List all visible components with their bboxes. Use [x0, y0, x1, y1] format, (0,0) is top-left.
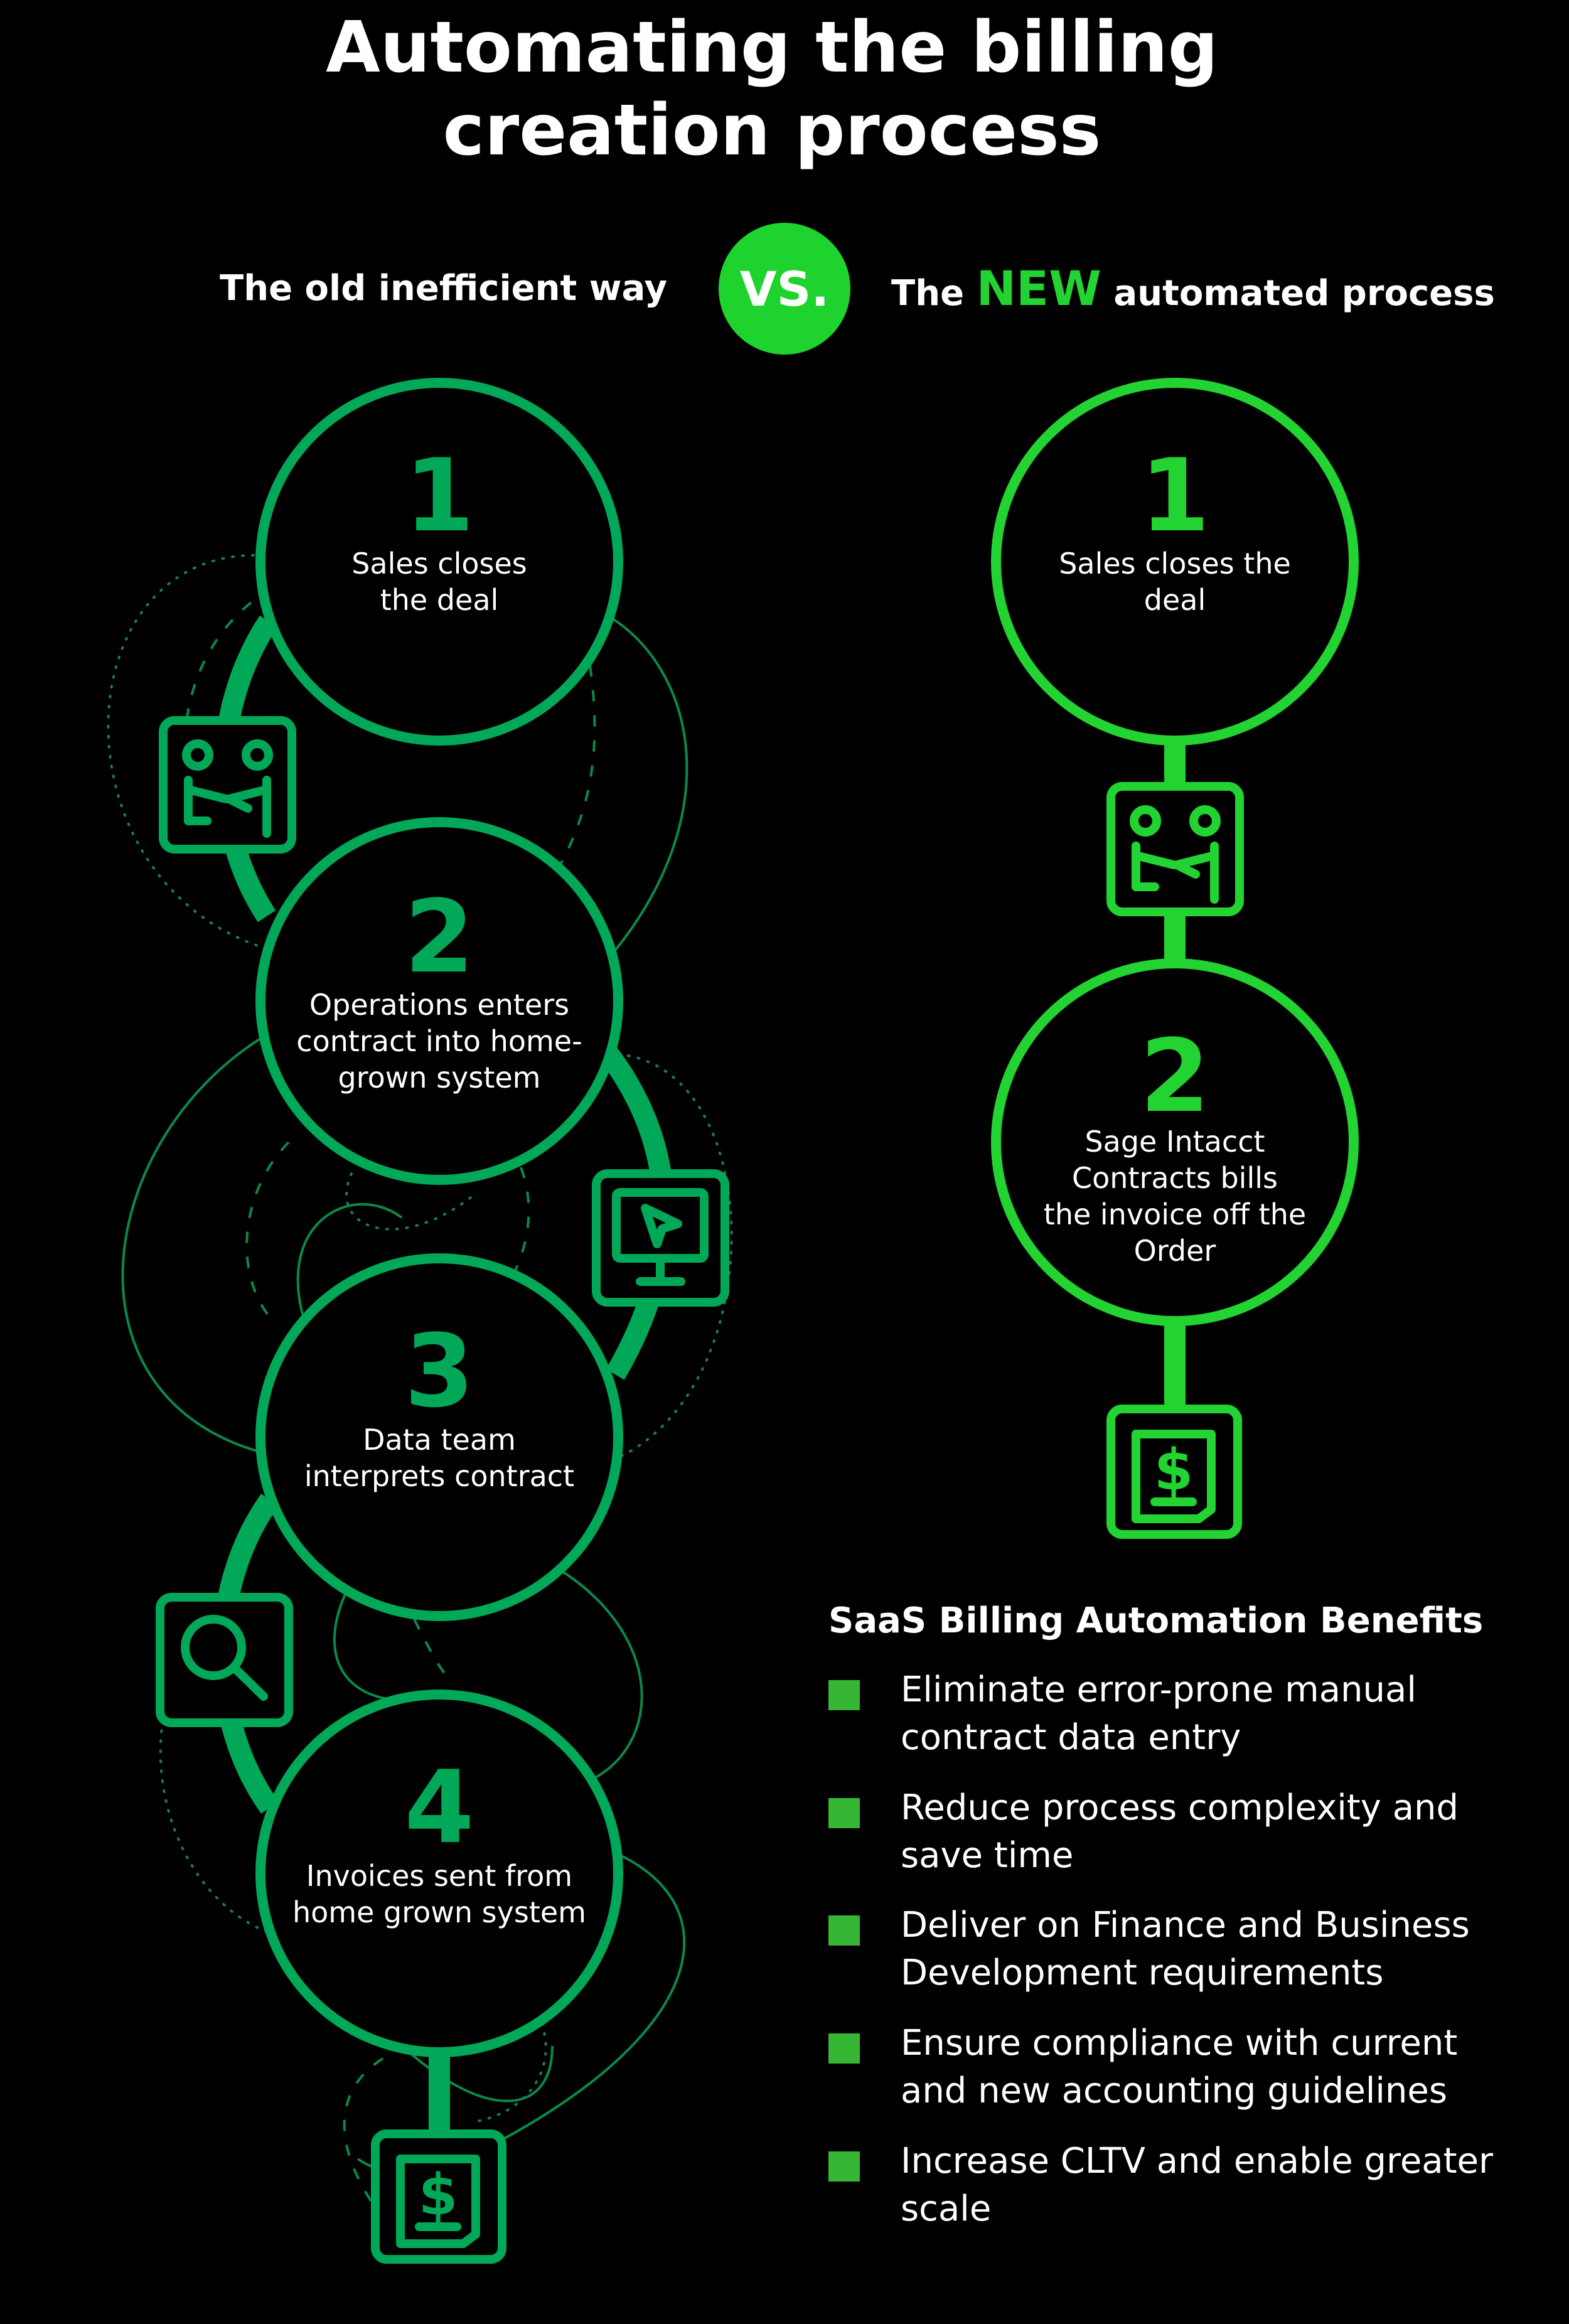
benefit-item: Ensure compliance with current and new a…: [828, 2020, 1531, 2120]
new-step-2-line: Contracts bills: [1072, 1161, 1278, 1195]
svg-text:$: $: [419, 2162, 458, 2228]
benefit-text: Eliminate error-prone manual contract da…: [901, 1666, 1534, 1762]
benefit-item: Reduce process complexity and save time: [828, 1784, 1531, 1885]
benefit-line: scale: [901, 2188, 992, 2229]
title-line-2: creation process: [442, 90, 1101, 171]
new-step-2-line: Order: [1133, 1234, 1216, 1268]
old-step-3-line: Data team: [363, 1423, 516, 1457]
benefit-line: and new accounting guidelines: [901, 2070, 1448, 2111]
handshake-meeting-icon: [1106, 782, 1244, 916]
old-step-1-number: 1: [404, 437, 474, 554]
dollar-invoice-icon: $: [1106, 1405, 1242, 1539]
old-step-2-line: grown system: [338, 1061, 541, 1095]
bullet-square-icon: [828, 1798, 860, 1828]
old-step-2-number: 2: [404, 878, 474, 995]
old-step-4-line: home grown system: [292, 1895, 586, 1929]
benefit-text: Deliver on Finance and Business Developm…: [901, 1902, 1534, 1997]
new-step-2-line: Sage Intacct: [1084, 1125, 1265, 1159]
bullet-square-icon: [828, 2151, 860, 2182]
benefit-text: Ensure compliance with current and new a…: [901, 2020, 1534, 2115]
old-step-2-text: Operations enters contract into home- gr…: [276, 987, 602, 1096]
benefit-line: Development requirements: [901, 1952, 1384, 1993]
decorative-dashed-loops: [183, 601, 596, 2210]
benefit-line: Ensure compliance with current: [901, 2023, 1458, 2064]
decorative-dotted-loops: [107, 554, 733, 2123]
benefit-text: Increase CLTV and enable greater scale: [901, 2138, 1534, 2233]
old-step-3-number: 3: [404, 1312, 474, 1430]
new-step-2-line: the invoice off the: [1043, 1197, 1307, 1231]
benefit-text: Reduce process complexity and save time: [901, 1784, 1534, 1880]
benefits-title: SaaS Billing Automation Benefits: [828, 1600, 1484, 1641]
benefit-item: Eliminate error-prone manual contract da…: [828, 1666, 1531, 1767]
old-stem-bottom: [429, 2052, 450, 2140]
new-connectors: [1164, 734, 1186, 1409]
old-step-3-text: Data team interprets contract: [276, 1422, 602, 1494]
dollar-invoice-icon: $: [371, 2129, 506, 2264]
new-step-1-line: deal: [1143, 583, 1206, 617]
title-line-1: Automating the billing: [326, 7, 1218, 88]
old-step-1-line: Sales closes: [351, 547, 527, 581]
handshake-meeting-icon: [159, 716, 296, 854]
old-process-heading: The old inefficient way: [220, 268, 668, 309]
benefit-line: Reduce process complexity and: [901, 1787, 1459, 1828]
old-step-circles: [255, 378, 623, 2057]
old-step-4-number: 4: [404, 1748, 474, 1866]
benefit-line: Increase CLTV and enable greater: [901, 2141, 1494, 2182]
old-step-4-text: Invoices sent from home grown system: [276, 1858, 602, 1930]
new-step-circles: [991, 378, 1359, 1326]
new-heading-suffix: automated process: [1113, 273, 1495, 314]
benefit-item: Deliver on Finance and Business Developm…: [828, 1902, 1531, 2002]
benefit-line: Deliver on Finance and Business: [901, 1905, 1470, 1946]
vs-badge: VS.: [719, 223, 850, 355]
old-step-1-line: the deal: [380, 583, 499, 617]
benefit-line: save time: [901, 1835, 1074, 1876]
new-heading-prefix: The: [891, 273, 965, 314]
new-step-2-text: Sage Intacct Contracts bills the invoice…: [1018, 1123, 1332, 1269]
bullet-square-icon: [828, 1915, 860, 1946]
benefit-line: Eliminate error-prone manual: [901, 1669, 1416, 1710]
new-heading-emphasis: NEW: [976, 260, 1101, 316]
old-step-3-line: interprets contract: [304, 1459, 575, 1493]
old-step-1-text: Sales closes the deal: [289, 545, 590, 618]
old-step-4-line: Invoices sent from: [306, 1859, 573, 1893]
svg-text:$: $: [1154, 1437, 1194, 1503]
benefit-item: Increase CLTV and enable greater scale: [828, 2138, 1531, 2238]
bullet-square-icon: [828, 2033, 860, 2064]
benefit-line: contract data entry: [901, 1717, 1241, 1758]
new-step-1-number: 1: [1140, 437, 1210, 554]
old-step-2-line: contract into home-: [296, 1024, 582, 1058]
new-process-heading: The NEW automated process: [891, 265, 1495, 316]
new-step-1-text: Sales closes the deal: [1024, 545, 1325, 618]
new-step-1-line: Sales closes the: [1059, 547, 1291, 581]
page-title: Automating the billing creation process: [0, 6, 1544, 172]
computer-cursor-icon: [592, 1169, 729, 1307]
magnifier-search-icon: [156, 1593, 293, 1727]
new-step-2-number: 2: [1140, 1017, 1210, 1135]
bullet-square-icon: [828, 1680, 860, 1710]
old-step-2-line: Operations enters: [309, 988, 570, 1022]
